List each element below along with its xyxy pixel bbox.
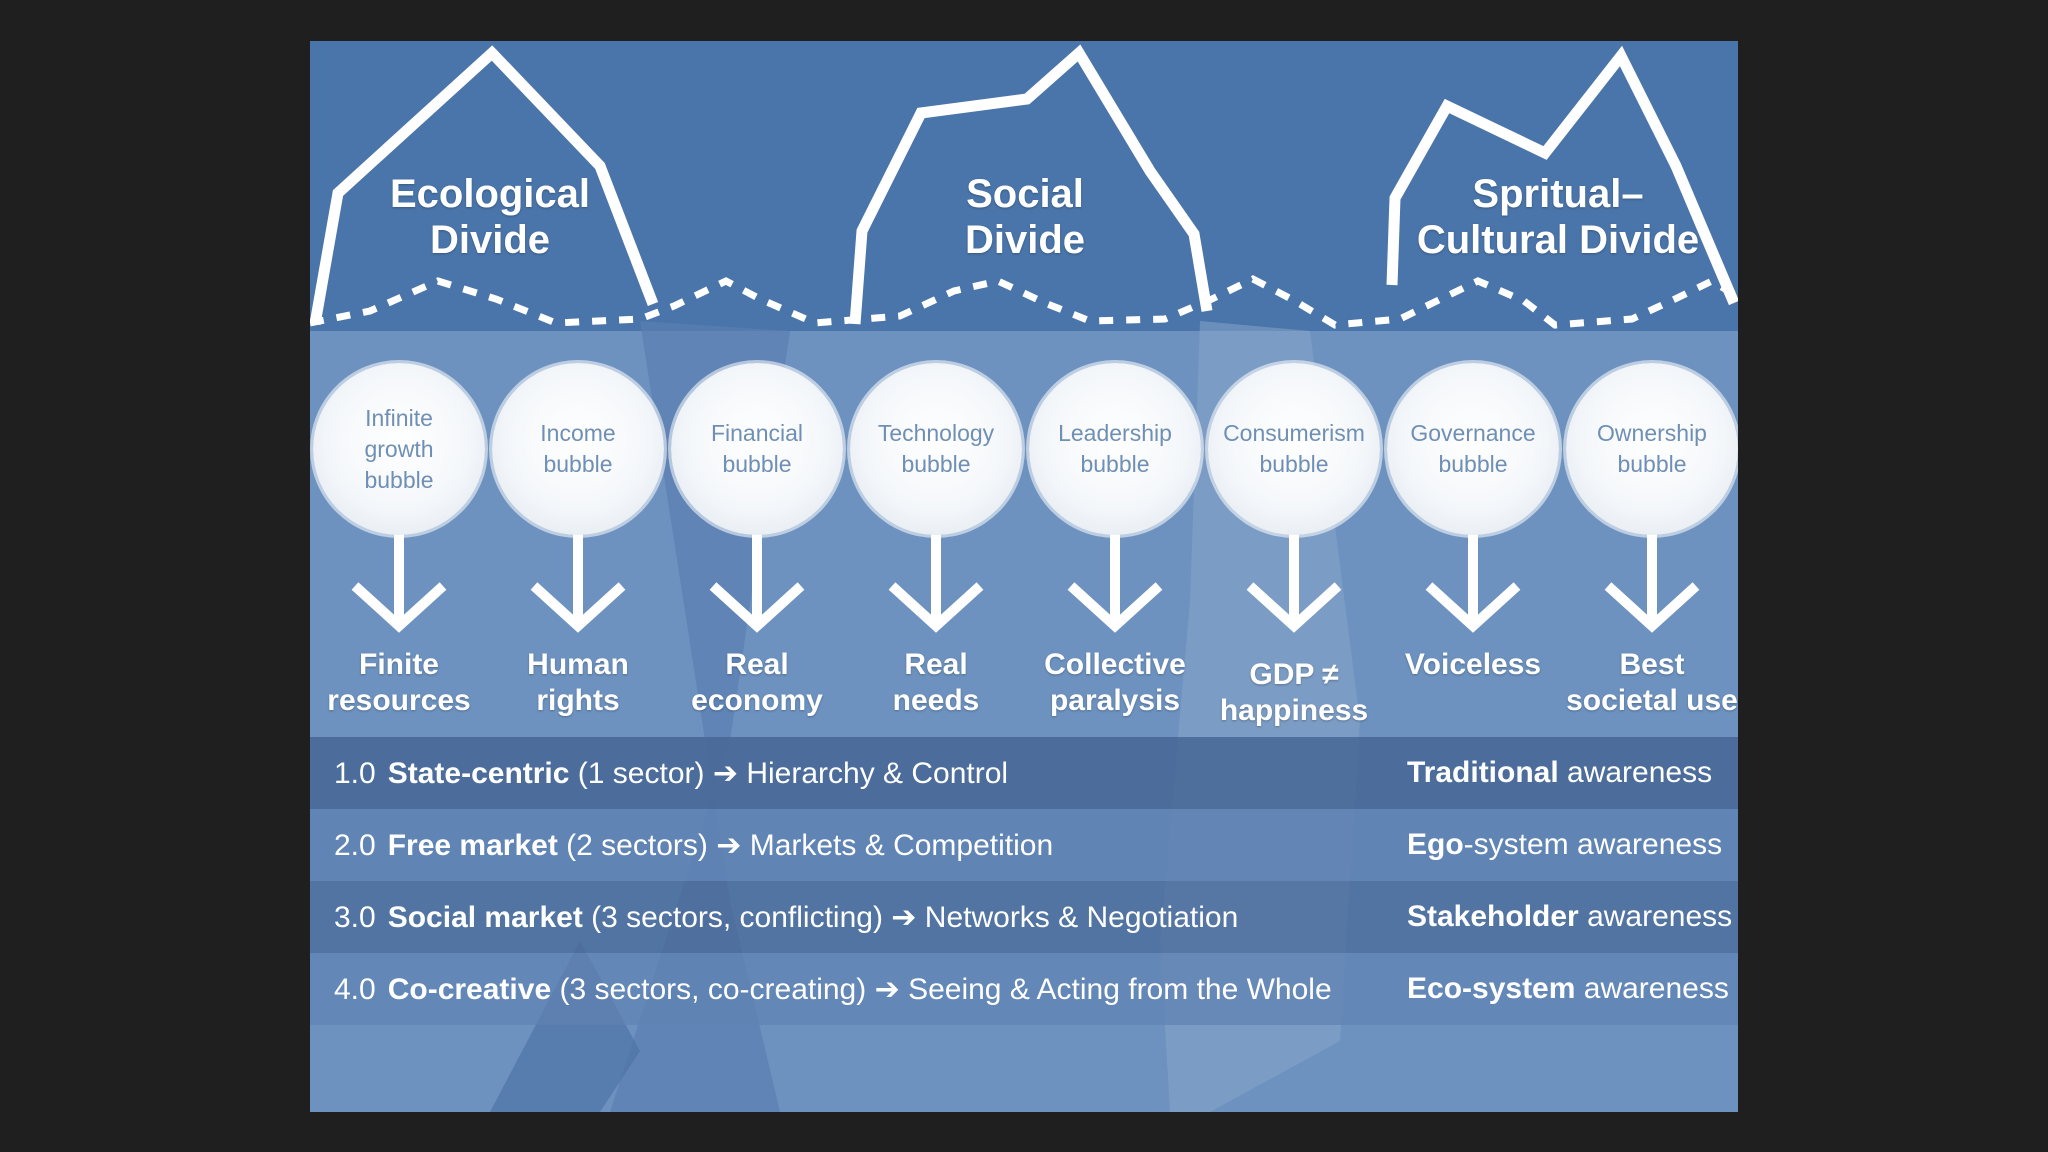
row-band-3 <box>310 881 1738 953</box>
row-description: 2.0 Free market (2 sectors) ➔ Markets & C… <box>334 828 1053 863</box>
row-description: 3.0 Social market (3 sectors, conflicting… <box>334 900 1238 935</box>
row-number: 1.0 <box>334 756 376 790</box>
outcome-real-needs: Real needs <box>892 648 980 717</box>
row-mode: Hierarchy & Control <box>746 756 1009 790</box>
row-band-1 <box>310 737 1738 809</box>
bubble-technology: Technology bubble <box>850 363 1022 535</box>
bubble-label: Financial bubble <box>710 420 804 477</box>
row-name: Social market <box>387 900 583 934</box>
bubble-consumerism: Consumerism bubble <box>1208 363 1380 535</box>
row-number: 3.0 <box>334 900 376 934</box>
awareness-bold: Traditional <box>1407 756 1559 789</box>
row-name: Co-creative <box>387 972 552 1006</box>
outcome-human-rights: Human rights <box>527 648 629 717</box>
arrow-icon: ➔ <box>891 900 917 934</box>
outcome-gdp-happiness: GDP ≠ happiness <box>1219 658 1369 727</box>
outcome-finite-resources: Finite resources <box>327 648 471 717</box>
awareness-rest: awareness <box>1558 756 1713 789</box>
awareness-rest: -system awareness <box>1463 828 1723 861</box>
bubble-infinite-growth: Infinite growth bubble <box>313 363 485 535</box>
row-mode: Networks & Negotiation <box>924 900 1239 934</box>
row-name: State-centric <box>387 756 570 790</box>
outcome-best-societal-use: Best societal use <box>1566 648 1738 717</box>
awareness-rest: awareness <box>1578 900 1733 933</box>
arrow-icon: ➔ <box>716 828 742 862</box>
row-awareness: Ego-system awareness <box>1407 828 1722 862</box>
bubble-label: Income bubble <box>540 420 616 477</box>
row-number: 2.0 <box>334 828 376 862</box>
bubble-label: Infinite growth bubble <box>364 404 434 493</box>
social-divide-title: Social Divide <box>964 172 1086 262</box>
awareness-bold: Stakeholder <box>1407 900 1579 933</box>
row-band-2 <box>310 809 1738 881</box>
table-row: 1.0 State-centric (1 sector) ➔ Hierarchy … <box>310 737 1738 809</box>
row-description: 1.0 State-centric (1 sector) ➔ Hierarchy … <box>334 756 1008 791</box>
bubble-income: Income bubble <box>492 363 664 535</box>
bubble-label: Leadership bubble <box>1058 420 1172 477</box>
social-iceberg-outline <box>849 44 1213 325</box>
ecological-divide-title: Ecological Divide <box>389 172 591 262</box>
bubble-financial: Financial bubble <box>671 363 843 535</box>
bubble-label: Technology bubble <box>877 420 995 477</box>
bubble-leadership: Leadership bubble <box>1029 363 1201 535</box>
outcome-voiceless: Voiceless <box>1404 648 1542 681</box>
awareness-bold: Ego <box>1407 828 1464 861</box>
outcome-real-economy: Real economy <box>691 648 823 717</box>
spiritual-iceberg-outline <box>1386 45 1738 306</box>
bubble-label: Ownership bubble <box>1597 420 1707 477</box>
ecological-iceberg-outline <box>310 45 659 325</box>
row-awareness: Stakeholder awareness <box>1407 900 1732 934</box>
row-detail: (3 sectors, conflicting) <box>591 900 883 934</box>
row-number: 4.0 <box>334 972 376 1006</box>
bubble-label: Governance bubble <box>1410 420 1536 477</box>
waterline <box>310 275 1738 329</box>
row-detail: (1 sector) <box>577 756 705 790</box>
diagram-panel: Ecological Divide Social Divide Spritual… <box>310 41 1738 1112</box>
row-mode: Seeing & Acting from the Whole <box>908 972 1332 1006</box>
sky <box>310 41 1738 331</box>
row-detail: (3 sectors, co-creating) <box>559 972 867 1006</box>
arrow-icon: ➔ <box>712 756 738 790</box>
row-band-4 <box>310 953 1738 1025</box>
table-row: 3.0 Social market (3 sectors, conflicting… <box>310 881 1738 953</box>
spiritual-cultural-divide-title: Spritual– Cultural Divide <box>1416 172 1700 262</box>
row-awareness: Eco-system awareness <box>1407 972 1729 1006</box>
bubble-label: Consumerism bubble <box>1223 420 1365 477</box>
bubble-governance: Governance bubble <box>1387 363 1559 535</box>
outcome-collective-paralysis: Collective paralysis <box>1044 648 1186 717</box>
row-name: Free market <box>387 828 558 862</box>
arrow-icon: ➔ <box>874 972 900 1006</box>
row-detail: (2 sectors) <box>566 828 708 862</box>
row-mode: Markets & Competition <box>749 828 1054 862</box>
awareness-bold: Eco-system <box>1407 972 1576 1005</box>
table-row: 2.0 Free market (2 sectors) ➔ Markets & C… <box>310 809 1738 881</box>
bubble-ownership: Ownership bubble <box>1566 363 1738 535</box>
awareness-rest: awareness <box>1575 972 1729 1005</box>
row-awareness: Traditional awareness <box>1407 756 1712 790</box>
